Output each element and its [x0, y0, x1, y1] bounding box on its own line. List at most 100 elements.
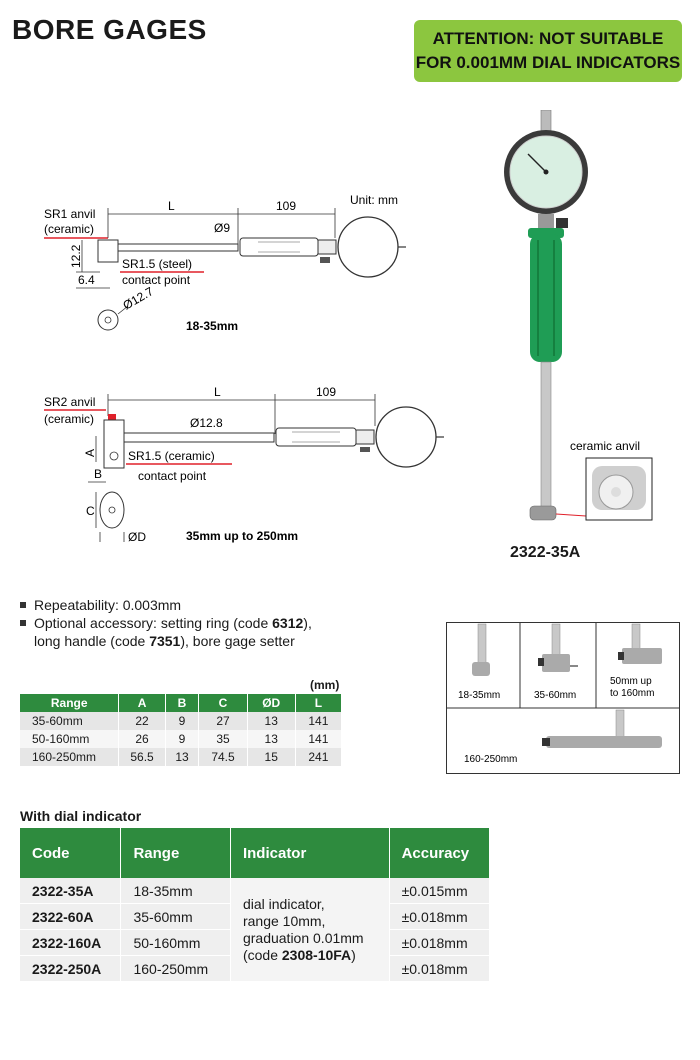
table-cell: 56.5: [118, 748, 166, 766]
table-cell: 22: [118, 712, 166, 730]
order-range: 18-35mm: [120, 878, 231, 904]
variant-label-3a: 50mm up: [610, 676, 652, 687]
dim-header-l: L: [295, 694, 343, 712]
variant-35-60: 35-60mm: [534, 623, 578, 701]
technical-drawings: Unit: mm SR1 anvil (ceramic) L 109 Ø9 12…: [44, 193, 444, 544]
variant-label-1: 18-35mm: [458, 690, 500, 701]
dim1-d9: Ø9: [214, 221, 230, 235]
table-row: 160-250mm 56.5 13 74.5 15 241: [20, 748, 343, 766]
table-cell: 15: [247, 748, 296, 766]
table-row: 50-160mm 26 9 35 13 141: [20, 730, 343, 748]
table-cell: 241: [295, 748, 343, 766]
bullet-text-1: Repeatability: 0.003mm: [34, 597, 182, 613]
dim1-6-4: 6.4: [78, 273, 95, 287]
indicator-line-2: range 10mm,: [242, 912, 326, 929]
order-header-indicator: Indicator: [230, 828, 390, 878]
order-header-accuracy: Accuracy: [389, 828, 491, 878]
dim2-D: ØD: [128, 530, 146, 544]
table-cell: 141: [295, 730, 343, 748]
table-cell: 35-60mm: [20, 712, 120, 730]
order-code: 2322-160A: [20, 929, 122, 956]
product-photo: [504, 110, 588, 521]
table-row: 35-60mm 22 9 27 13 141: [20, 712, 343, 730]
order-header-code: Code: [20, 828, 122, 878]
order-accuracy: ±0.018mm: [389, 929, 491, 956]
dim-header-d: ØD: [247, 694, 296, 712]
dim1-109: 109: [276, 199, 296, 213]
bullet-square-icon: [20, 602, 26, 608]
dim2-A: A: [83, 449, 97, 457]
bullet-square-icon: [20, 620, 26, 626]
variant-50-160: 50mm up to 160mm: [610, 623, 662, 699]
dim-header-range: Range: [20, 694, 120, 712]
dim2-109: 109: [316, 385, 336, 399]
dim1-d12-7: Ø12.7: [121, 284, 157, 313]
ceramic-anvil-inset: ceramic anvil: [570, 439, 653, 521]
long-handle-code: 7351: [149, 633, 181, 649]
bullet-repeatability: Repeatability: 0.003mm: [20, 596, 380, 614]
bullet-text-2a: Optional accessory: setting ring (code: [34, 615, 273, 631]
dim2-C: C: [86, 504, 95, 518]
feature-list: Repeatability: 0.003mm Optional accessor…: [20, 596, 380, 650]
order-table: Code Range Indicator Accuracy 2322-35A 1…: [20, 828, 491, 982]
notice-line-1: ATTENTION: NOT SUITABLE: [432, 29, 664, 48]
indicator-code: 2308-10FA: [281, 946, 352, 963]
order-code: 2322-35A: [20, 878, 122, 904]
anvil2-label-1: SR2 anvil: [44, 395, 95, 409]
dim1-L: L: [168, 199, 175, 213]
table-row: 2322-160A 50-160mm ±0.018mm: [20, 929, 491, 956]
dim2-L: L: [214, 385, 221, 399]
dim2-d12-8: Ø12.8: [190, 416, 223, 430]
unit-label: Unit: mm: [350, 193, 398, 207]
diagram-35-250: SR2 anvil (ceramic) L 109 Ø12.8 A B SR1.…: [44, 385, 444, 544]
order-accuracy: ±0.018mm: [389, 955, 491, 982]
order-code: 2322-60A: [20, 903, 122, 930]
indicator-description: dial indicator, range 10mm, graduation 0…: [230, 878, 390, 982]
notice-line-2: FOR 0.001MM DIAL INDICATORS: [415, 53, 681, 72]
order-code: 2322-250A: [20, 955, 122, 982]
table-cell: 74.5: [198, 748, 248, 766]
diagram-18-35: Unit: mm SR1 anvil (ceramic) L 109 Ø9 12…: [44, 193, 406, 333]
dim-header-b: B: [165, 694, 200, 712]
order-range: 35-60mm: [120, 903, 231, 930]
indicator-line-4a: (code: [242, 946, 282, 963]
table-cell: 50-160mm: [20, 730, 120, 748]
order-header-range: Range: [120, 828, 231, 878]
table-cell: 27: [198, 712, 248, 730]
setting-ring-code: 6312: [272, 615, 304, 631]
dim-table-unit: (mm): [310, 678, 340, 692]
order-range: 50-160mm: [120, 929, 231, 956]
contact2-label-1: SR1.5 (ceramic): [128, 449, 215, 463]
table-row: 2322-60A 35-60mm ±0.018mm: [20, 903, 491, 930]
variant-160-250: 160-250mm: [464, 709, 662, 765]
table-cell: 9: [165, 712, 200, 730]
table-cell: 141: [295, 712, 343, 730]
table-row: 2322-250A 160-250mm ±0.018mm: [20, 955, 491, 982]
table-cell: 13: [165, 748, 200, 766]
table-cell: 13: [247, 730, 296, 748]
variants-panel: 18-35mm 35-60mm 50mm up to 160mm 160-250…: [446, 622, 680, 774]
variant-label-2: 35-60mm: [534, 690, 576, 701]
attention-notice: ATTENTION: NOT SUITABLE FOR 0.001MM DIAL…: [414, 20, 682, 82]
order-table-heading: With dial indicator: [20, 808, 142, 824]
dim-table-header: Range A B C ØD L: [20, 694, 343, 712]
variant-label-3b: to 160mm: [610, 688, 654, 699]
order-accuracy: ±0.018mm: [389, 903, 491, 930]
bullet-text-3b: ), bore gage setter: [180, 633, 295, 649]
diagram2-caption: 35mm up to 250mm: [186, 529, 298, 543]
dimension-table: Range A B C ØD L 35-60mm 22 9 27 13 141 …: [20, 694, 343, 766]
indicator-line-3: graduation 0.01mm: [242, 929, 364, 946]
model-number: 2322-35A: [510, 544, 581, 561]
anvil2-label-2: (ceramic): [44, 412, 94, 426]
variant-label-4: 160-250mm: [464, 754, 517, 765]
ceramic-anvil-label: ceramic anvil: [570, 439, 640, 453]
dim-header-a: A: [118, 694, 166, 712]
table-cell: 13: [247, 712, 296, 730]
variant-18-35: 18-35mm: [458, 623, 500, 701]
bullet-text-2b: ),: [303, 615, 312, 631]
table-cell: 9: [165, 730, 200, 748]
contact1-label-1: SR1.5 (steel): [122, 257, 192, 271]
anvil1-label-2: (ceramic): [44, 222, 94, 236]
contact1-label-2: contact point: [122, 273, 191, 287]
order-accuracy: ±0.015mm: [389, 878, 491, 904]
